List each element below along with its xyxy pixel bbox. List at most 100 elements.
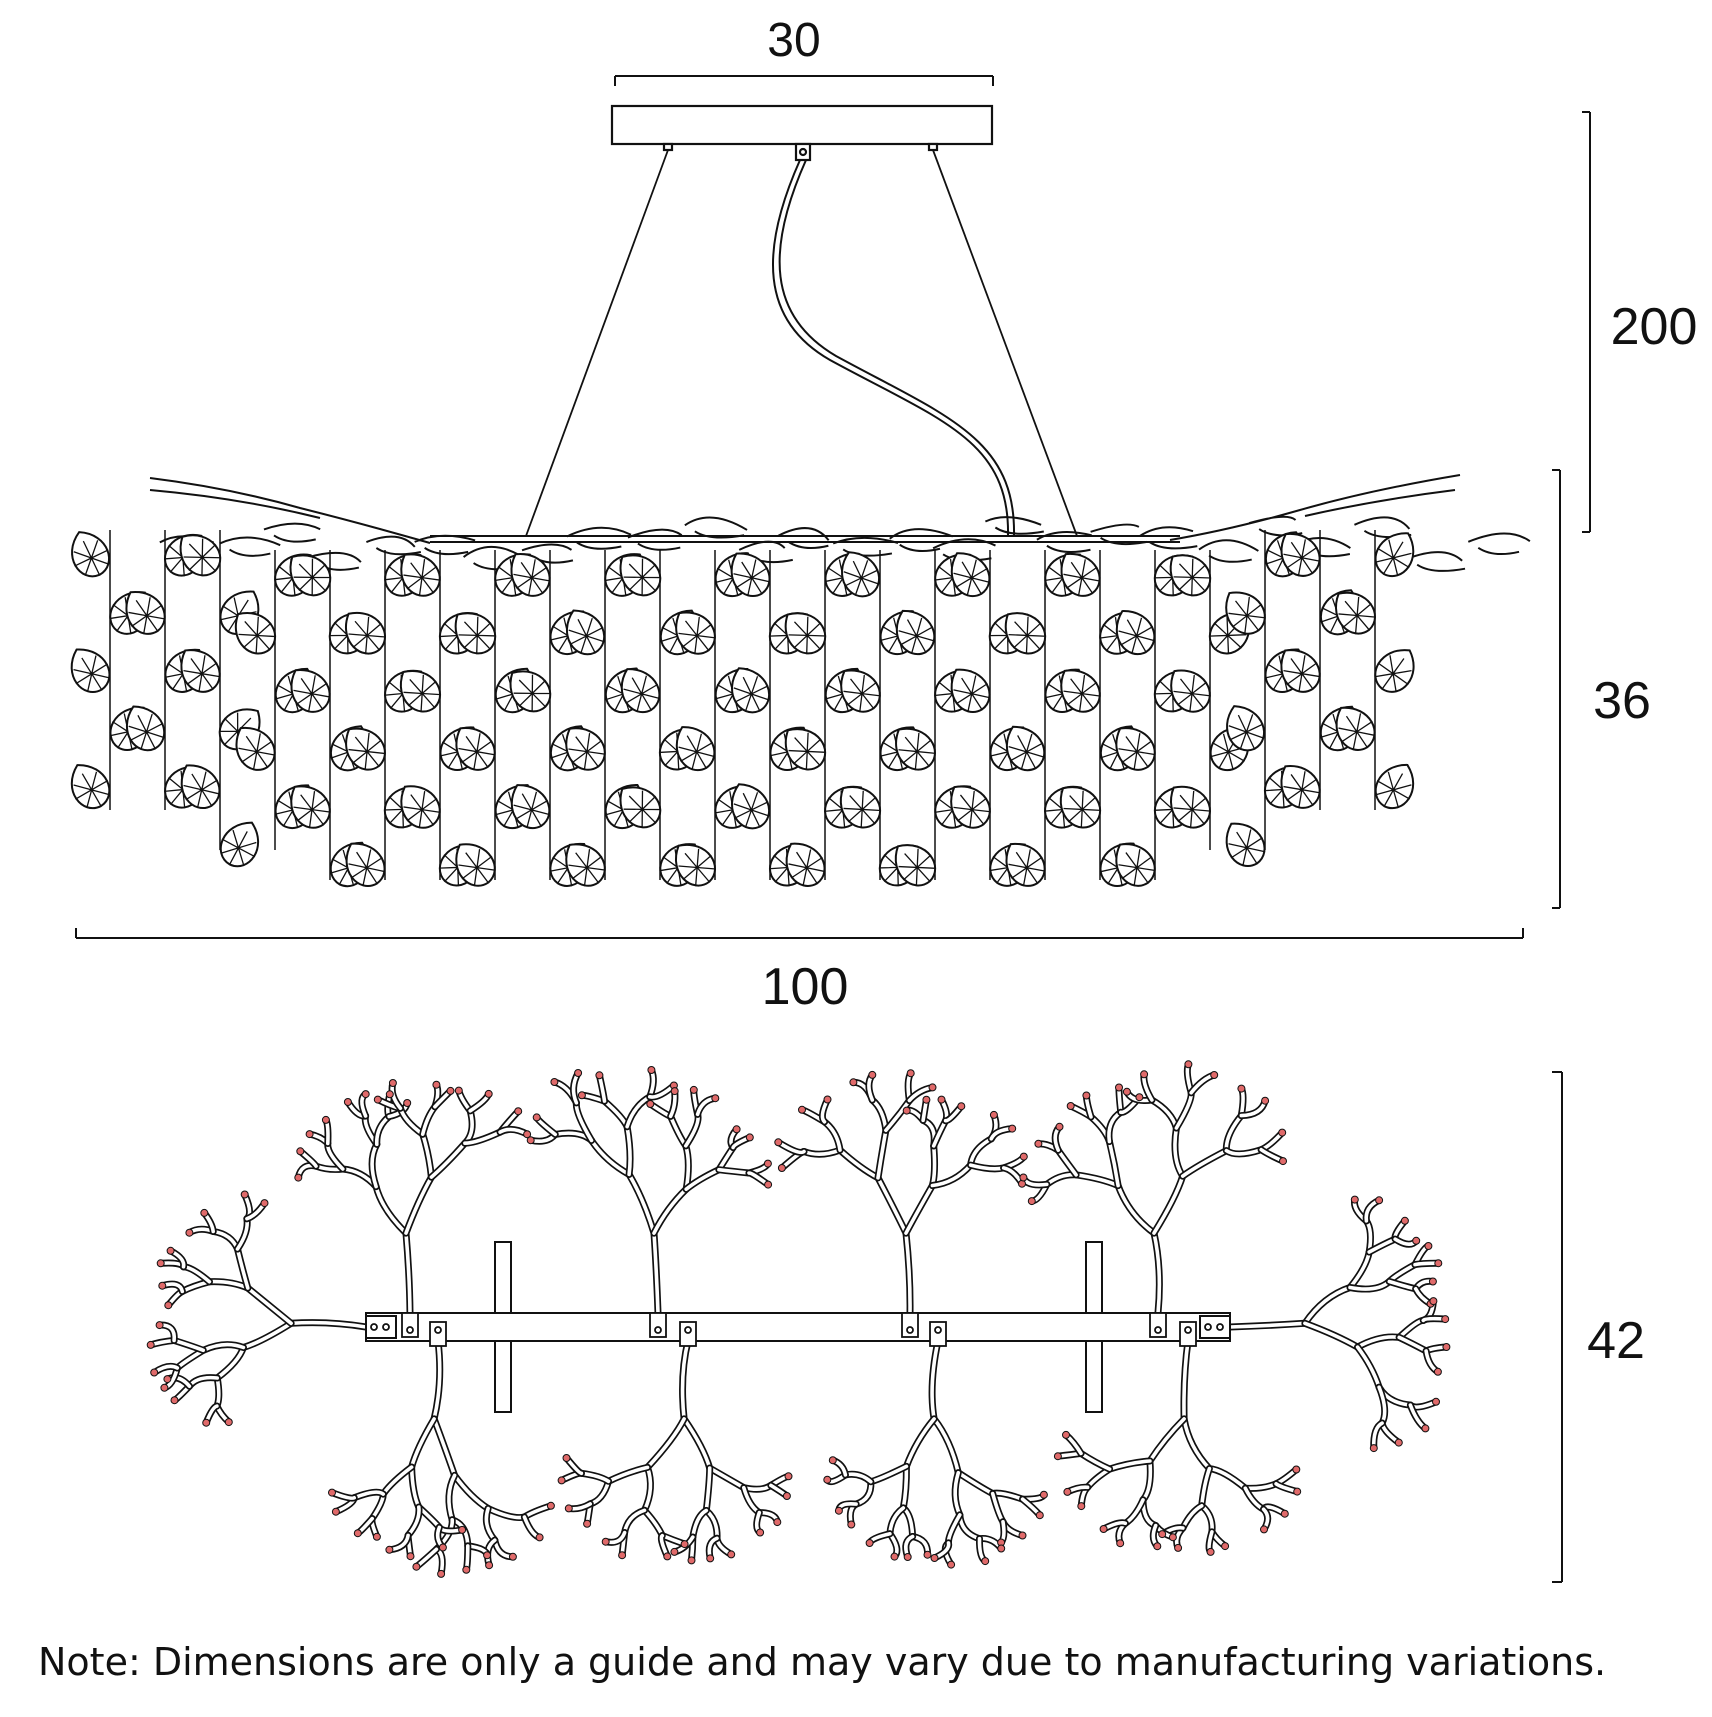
bulb-tip <box>847 1520 856 1529</box>
crystal-leaf <box>345 611 386 655</box>
bulb-tip <box>1066 1102 1075 1110</box>
branch-fill <box>932 1417 961 1475</box>
leaf-facets <box>238 733 276 771</box>
branch-fill <box>404 1231 412 1315</box>
branch-fill <box>1182 1417 1212 1471</box>
bulb-tip <box>200 1208 209 1217</box>
crystal-leaf <box>731 667 770 714</box>
branch-fill <box>175 1348 205 1370</box>
bulb-tip <box>930 1554 939 1562</box>
bulb-tip <box>868 1070 877 1079</box>
branch-fill <box>1180 1148 1229 1178</box>
bulb-tip <box>1019 1173 1028 1182</box>
crystal-leaf <box>675 611 716 655</box>
dimension-drop <box>1582 111 1591 533</box>
crystal-leaf <box>619 554 662 597</box>
crystal-leaf <box>950 668 991 713</box>
dimension-body-height <box>1552 469 1561 909</box>
leaf-facets <box>513 791 550 829</box>
crystal-leaf <box>1225 822 1266 867</box>
leaf-outline <box>675 726 716 771</box>
bulb-tip <box>1432 1397 1440 1406</box>
mount-bracket <box>429 1321 447 1347</box>
bulb-tip <box>1350 1195 1359 1204</box>
crystal-leaf <box>1374 532 1415 577</box>
bulb-tip <box>903 1553 912 1561</box>
leaf-facets <box>1375 771 1412 809</box>
leaf-facets <box>733 792 770 828</box>
bulb-tip <box>1237 1084 1246 1093</box>
leaf-facets <box>458 733 496 771</box>
bulb-tip <box>1077 1502 1086 1511</box>
leaf-facets <box>788 849 826 887</box>
branch-fill <box>1303 1285 1352 1326</box>
branch-fill <box>904 1183 935 1235</box>
leaf-facets <box>293 791 331 829</box>
branch-fill <box>652 1187 688 1235</box>
crystal-leaf <box>1115 727 1156 771</box>
leaf-facets <box>293 558 332 597</box>
branch-fill <box>235 1247 250 1290</box>
dimension-width-label: 100 <box>762 958 849 1016</box>
branch-fill <box>645 1417 686 1470</box>
bulb-tip <box>670 1547 679 1556</box>
crystal-leaf <box>509 670 552 713</box>
bulb-tip <box>546 1501 555 1510</box>
mount-bracket <box>901 1312 919 1338</box>
bulb-tip <box>532 1113 541 1122</box>
crystal-leaf <box>290 669 331 713</box>
branch-fill <box>432 1417 457 1478</box>
mount-bracket <box>1179 1321 1197 1347</box>
mount-bracket <box>679 1321 697 1347</box>
leaf-outline <box>620 668 661 713</box>
crystal-leaf <box>71 531 110 578</box>
branch-fill <box>1116 1183 1156 1235</box>
bulb-tip <box>1206 1547 1215 1556</box>
leaf-facets <box>293 675 331 713</box>
crystal-leaf <box>566 609 606 656</box>
bulb-tip <box>928 1083 937 1092</box>
bulb-tip <box>1279 1157 1287 1166</box>
bulb-tip <box>989 1110 998 1119</box>
plan-view-frame <box>365 1241 1231 1413</box>
branch-fill <box>884 1098 912 1133</box>
leaf-outline <box>566 609 606 656</box>
leaf-facets <box>183 538 221 577</box>
leaf-facets <box>73 655 111 693</box>
branch-fill <box>374 1184 408 1235</box>
bulb-tip <box>160 1383 169 1392</box>
bulb-tip <box>834 1506 843 1515</box>
branch-outline <box>1114 1182 1158 1237</box>
branch-fill <box>717 1145 735 1172</box>
bulb-tip <box>454 1086 463 1095</box>
plan-view-bulb-tips <box>146 1060 1451 1578</box>
crystal-leaf <box>1006 725 1046 772</box>
bulb-tip <box>163 1375 172 1384</box>
crystal-leaf <box>1115 610 1156 655</box>
branch-fill <box>589 1138 631 1177</box>
bulb-tip <box>1027 1197 1036 1206</box>
bulb-tip <box>1260 1525 1268 1534</box>
bulb-tip <box>1099 1525 1108 1533</box>
mount-bracket <box>649 1312 667 1338</box>
branch-fill <box>404 1175 434 1235</box>
crystal-leaf <box>180 764 221 809</box>
branch-fill <box>1085 1467 1112 1490</box>
crystal-leaf <box>399 669 441 713</box>
leaf-facets <box>1008 733 1045 771</box>
leaf-outline <box>731 783 770 830</box>
leaf-facets <box>568 849 606 887</box>
leaf-facets <box>843 674 881 713</box>
crystal-leaf <box>1170 785 1211 829</box>
bulb-tip <box>562 1454 571 1462</box>
bulb-tip <box>798 1105 806 1114</box>
bulb-tip <box>1039 1490 1048 1499</box>
leaf-facets <box>1283 771 1321 809</box>
bulb-tip <box>1221 1542 1230 1551</box>
bulb-tip <box>331 1507 340 1516</box>
bulb-tip <box>937 1095 946 1104</box>
crystal-leaf <box>180 649 221 693</box>
bulb-tip <box>202 1418 211 1427</box>
crystal-leaf <box>785 842 826 887</box>
